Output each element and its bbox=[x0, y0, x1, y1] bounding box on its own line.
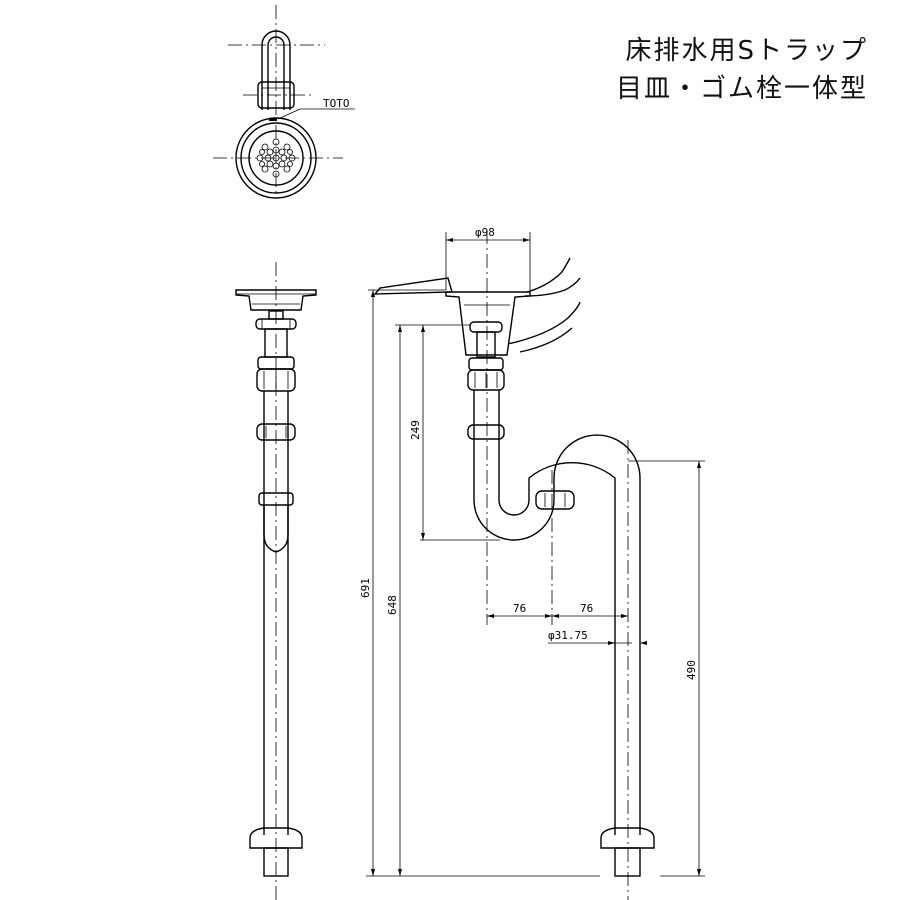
front-nut-3 bbox=[256, 368, 296, 392]
dim-label-76-right: 76 bbox=[580, 602, 593, 615]
title-line-1: 床排水用Sトラップ bbox=[625, 36, 868, 66]
front-bowl bbox=[235, 289, 317, 311]
brand-mark bbox=[269, 118, 277, 121]
side-view bbox=[373, 230, 655, 900]
side-nut-2 bbox=[468, 357, 504, 371]
brand-leader bbox=[277, 108, 301, 120]
dim-label-691: 691 bbox=[359, 578, 372, 598]
dim-label-490: 490 bbox=[685, 660, 698, 680]
side-floor-flange bbox=[600, 827, 655, 849]
dimensions: φ98 691 648 249 76 76 φ31.75 490 bbox=[359, 226, 705, 877]
side-nut-4 bbox=[467, 424, 505, 440]
basin-outline-2 bbox=[524, 277, 581, 297]
brand-label: TOTO bbox=[323, 97, 350, 110]
front-view bbox=[235, 262, 317, 900]
strainer-holes bbox=[256, 138, 296, 178]
plan-flange-inner bbox=[248, 130, 304, 186]
front-nut-4 bbox=[256, 423, 296, 441]
side-nut-1 bbox=[469, 321, 503, 333]
basin-outline-1 bbox=[526, 257, 571, 293]
plan-trap-outer bbox=[261, 30, 291, 110]
basin-outline-4 bbox=[519, 327, 573, 353]
drawing-title: 床排水用Sトラップ 目皿・ゴム栓一体型 bbox=[616, 32, 868, 108]
plan-trap-nut bbox=[257, 81, 295, 109]
front-trap-nut bbox=[258, 492, 294, 506]
plan-flange-mid bbox=[240, 122, 312, 194]
side-nut-3 bbox=[467, 369, 505, 391]
counter-slab bbox=[373, 277, 453, 295]
trap-inner-wall bbox=[498, 390, 616, 835]
side-body bbox=[476, 331, 496, 358]
dim-label-98: φ98 bbox=[475, 226, 495, 239]
side-bowl bbox=[445, 291, 531, 356]
side-trap-nut bbox=[535, 490, 575, 510]
front-floor-flange bbox=[249, 827, 303, 849]
side-floor-pipe bbox=[614, 847, 641, 877]
basin-outline-3 bbox=[507, 301, 581, 345]
plan-view: TOTO bbox=[213, 5, 355, 199]
dim-label-249: 249 bbox=[409, 420, 422, 440]
dim-label-648: 648 bbox=[386, 595, 399, 615]
trap-outer-wall bbox=[473, 390, 641, 835]
plan-trap-inner bbox=[267, 36, 285, 110]
front-floor-pipe bbox=[263, 847, 289, 877]
dim-label-pipe-dia: φ31.75 bbox=[548, 629, 588, 642]
title-line-2: 目皿・ゴム栓一体型 bbox=[615, 74, 868, 104]
dim-label-76-left: 76 bbox=[513, 602, 526, 615]
